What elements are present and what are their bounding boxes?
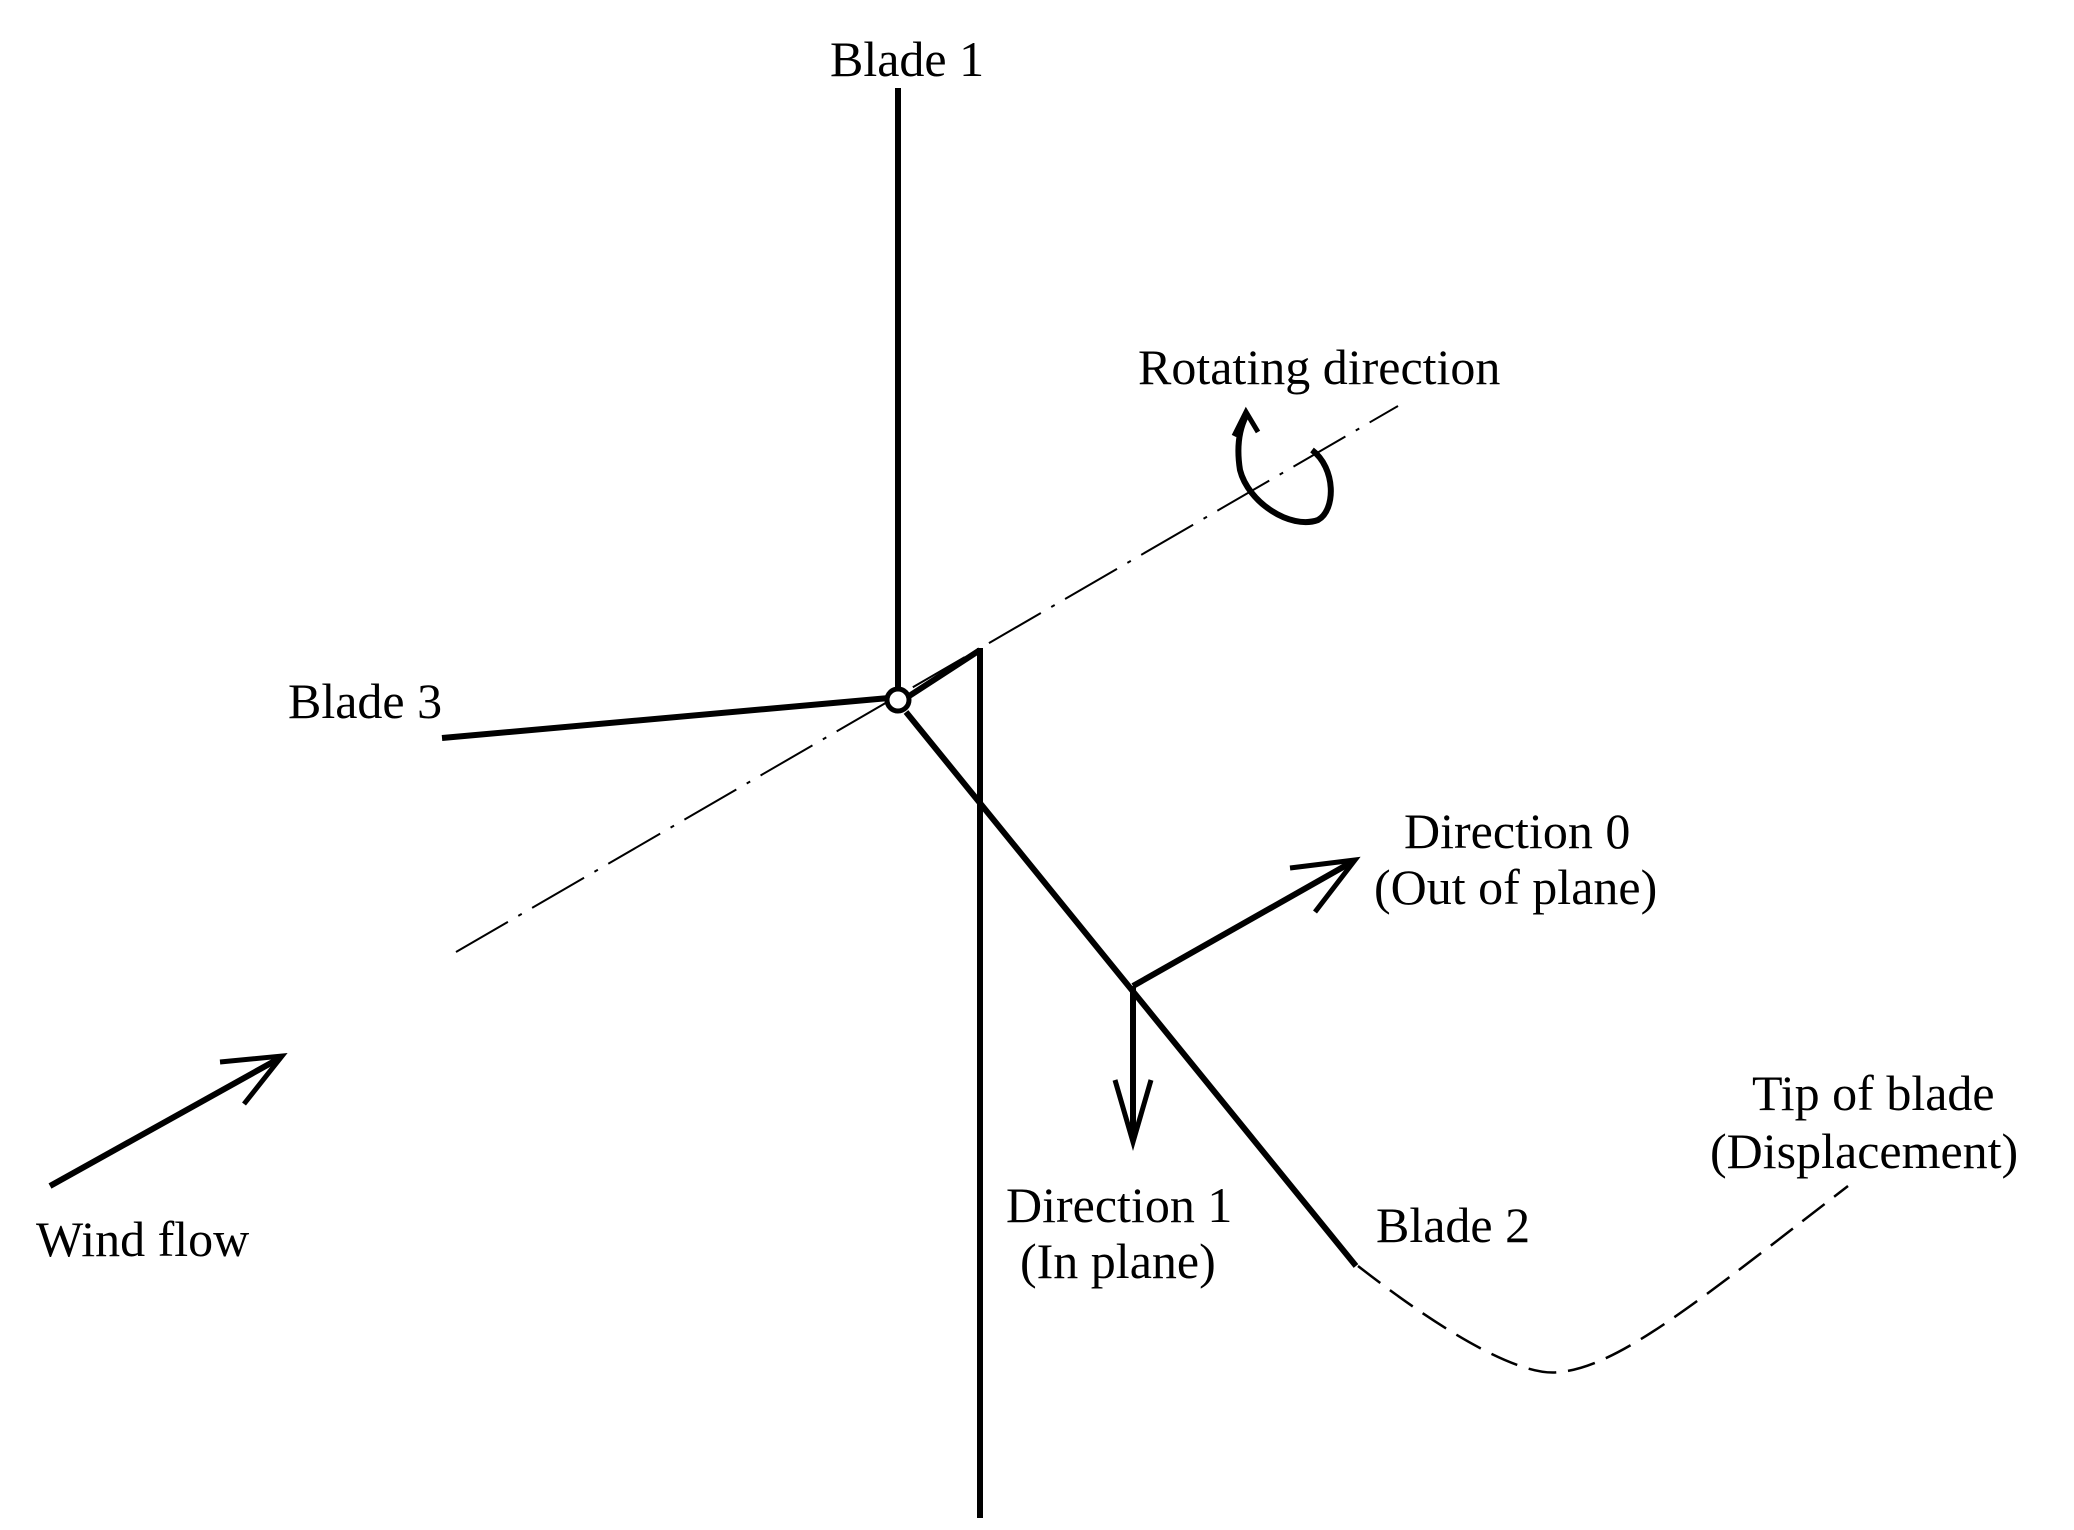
direction-1-arrowhead (1112, 1079, 1154, 1151)
rotor-axis (455, 405, 1399, 953)
wind-flow-label: Wind flow (36, 1211, 249, 1267)
nacelle-connector (901, 647, 982, 703)
direction-0-sublabel: (Out of plane) (1374, 859, 1657, 915)
blade-2-label: Blade 2 (1376, 1197, 1530, 1253)
direction-1-label: Direction 1 (1006, 1177, 1232, 1233)
tip-of-blade-label: Tip of blade (1752, 1065, 1995, 1121)
tip-of-blade-sublabel: (Displacement) (1710, 1123, 2018, 1179)
blade-3-label: Blade 3 (288, 673, 442, 729)
wind-flow-arrow (48, 1055, 282, 1189)
direction-1-sublabel: (In plane) (1020, 1233, 1216, 1289)
rotating-direction-label: Rotating direction (1138, 339, 1500, 395)
blade-1-label: Blade 1 (830, 31, 984, 87)
blade-3 (441, 695, 890, 741)
direction-0-arrow (1131, 859, 1354, 989)
tip-displacement-curve (1357, 1185, 1849, 1374)
wind-flow-arrowhead (219, 1052, 288, 1106)
direction-0-label: Direction 0 (1404, 803, 1630, 859)
rotating-direction-arrowhead (1231, 406, 1261, 438)
rotating-direction-icon (1235, 414, 1334, 525)
direction-0-arrowhead (1289, 856, 1361, 914)
hub (884, 686, 912, 714)
